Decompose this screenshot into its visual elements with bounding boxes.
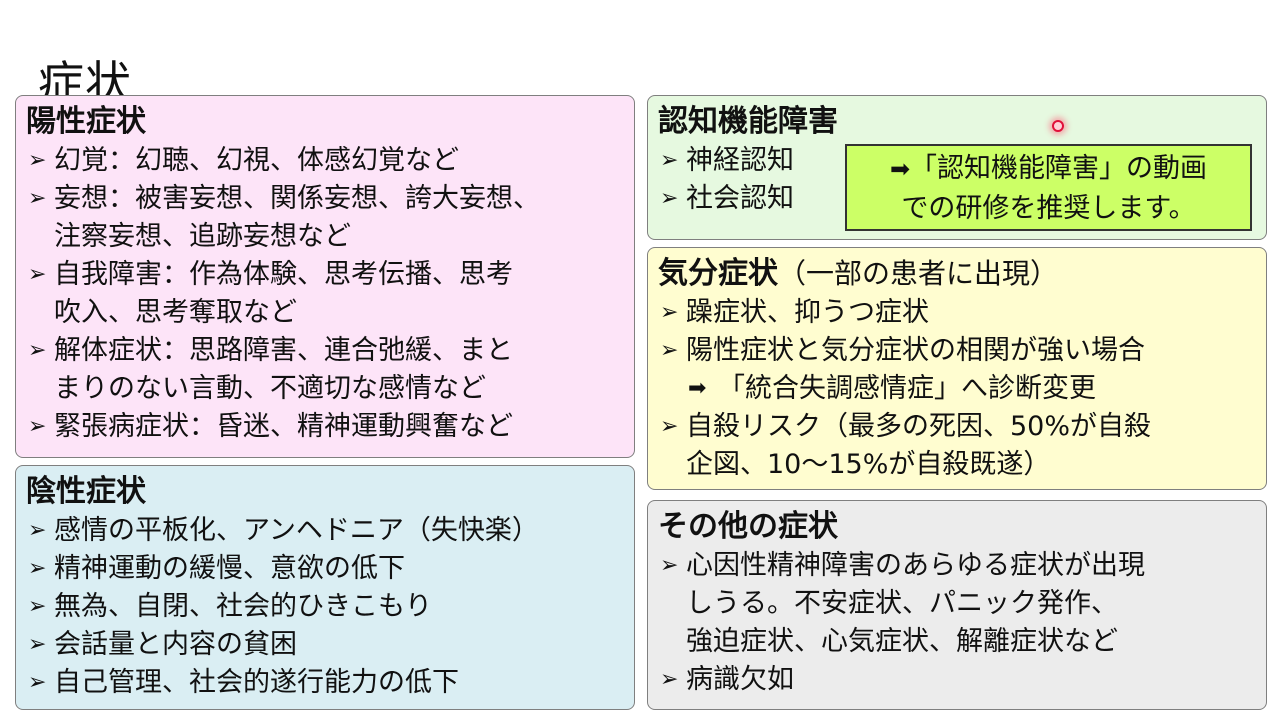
list-item: ➢幻覚：幻聴、幻視、体感幻覚など: [26, 142, 624, 180]
positive-symptoms-box: 陽性症状 ➢幻覚：幻聴、幻視、体感幻覚など ➢妄想：被害妄想、関係妄想、誇大妄想…: [15, 95, 635, 458]
bullet-arrow-icon: ➢: [660, 186, 679, 211]
bullet-arrow-icon: ➢: [28, 148, 47, 173]
list-item: ➢自我障害：作為体験、思考伝播、思考 吹入、思考奪取など: [26, 256, 624, 332]
mood-symptoms-list: ➢躁症状、抑うつ症状 ➢陽性症状と気分症状の相関が強い場合 ➡「統合失調感情症」…: [658, 294, 1256, 484]
list-item: ➢社会認知: [658, 180, 1256, 218]
positive-symptoms-heading: 陽性症状: [26, 104, 146, 139]
list-item: ➢感情の平板化、アンヘドニア（失快楽）: [26, 512, 624, 550]
laser-pointer-icon: [1052, 120, 1064, 132]
mood-symptoms-subheading: （一部の患者に出現）: [778, 257, 1059, 290]
list-item: ➢自殺リスク（最多の死因、50%が自殺 企図、10～15%が自殺既遂）: [658, 408, 1256, 484]
list-item: ➢緊張病症状：昏迷、精神運動興奮など: [26, 408, 624, 446]
mood-symptoms-heading: 気分症状（一部の患者に出現）: [658, 256, 1059, 291]
list-item: ➢神経認知: [658, 142, 1256, 180]
right-arrow-icon: ➡: [688, 376, 707, 401]
callout-line-2: での研修を推奨します。: [901, 193, 1196, 224]
list-item: ➢精神運動の緩慢、意欲の低下: [26, 550, 624, 588]
bullet-arrow-icon: ➢: [660, 300, 679, 325]
right-arrow-icon: ➡: [889, 155, 911, 183]
bullet-arrow-icon: ➢: [28, 594, 47, 619]
cognitive-impairment-heading: 認知機能障害: [658, 104, 838, 139]
list-item: ➢心因性精神障害のあらゆる症状が出現 しうる。不安症状、パニック発作、 強迫症状…: [658, 547, 1256, 661]
bullet-arrow-icon: ➢: [660, 553, 679, 578]
bullet-arrow-icon: ➢: [28, 518, 47, 543]
bullet-arrow-icon: ➢: [660, 148, 679, 173]
bullet-arrow-icon: ➢: [28, 262, 47, 287]
video-recommendation-callout: ➡「認知機能障害」の動画 での研修を推奨します。: [845, 144, 1252, 231]
mood-symptoms-box: 気分症状（一部の患者に出現） ➢躁症状、抑うつ症状 ➢陽性症状と気分症状の相関が…: [647, 247, 1267, 490]
list-item: ➢自己管理、社会的遂行能力の低下: [26, 664, 624, 702]
list-item: ➢無為、自閉、社会的ひきこもり: [26, 588, 624, 626]
other-symptoms-list: ➢心因性精神障害のあらゆる症状が出現 しうる。不安症状、パニック発作、 強迫症状…: [658, 547, 1256, 699]
positive-symptoms-list: ➢幻覚：幻聴、幻視、体感幻覚など ➢妄想：被害妄想、関係妄想、誇大妄想、 注察妄…: [26, 142, 624, 446]
list-item: ➢会話量と内容の貧困: [26, 626, 624, 664]
bullet-arrow-icon: ➢: [28, 632, 47, 657]
list-item: ➢躁症状、抑うつ症状: [658, 294, 1256, 332]
cognitive-impairment-list: ➢神経認知 ➢社会認知: [658, 142, 1256, 218]
negative-symptoms-list: ➢感情の平板化、アンヘドニア（失快楽） ➢精神運動の緩慢、意欲の低下 ➢無為、自…: [26, 512, 624, 702]
bullet-arrow-icon: ➢: [28, 556, 47, 581]
bullet-arrow-icon: ➢: [660, 667, 679, 692]
bullet-arrow-icon: ➢: [28, 186, 47, 211]
list-item: ➢解体症状：思路障害、連合弛緩、まと まりのない言動、不適切な感情など: [26, 332, 624, 408]
bullet-arrow-icon: ➢: [28, 670, 47, 695]
bullet-arrow-icon: ➢: [660, 414, 679, 439]
other-symptoms-box: その他の症状 ➢心因性精神障害のあらゆる症状が出現 しうる。不安症状、パニック発…: [647, 500, 1267, 710]
bullet-arrow-icon: ➢: [28, 338, 47, 363]
list-item: ➢病識欠如: [658, 661, 1256, 699]
bullet-arrow-icon: ➢: [28, 414, 47, 439]
other-symptoms-heading: その他の症状: [658, 509, 838, 544]
callout-line-1: ➡「認知機能障害」の動画: [889, 153, 1208, 184]
negative-symptoms-box: 陰性症状 ➢感情の平板化、アンヘドニア（失快楽） ➢精神運動の緩慢、意欲の低下 …: [15, 465, 635, 710]
list-item: ➢陽性症状と気分症状の相関が強い場合: [658, 332, 1256, 370]
list-item-diagnosis-change: ➡「統合失調感情症」へ診断変更: [658, 370, 1256, 408]
bullet-arrow-icon: ➢: [660, 338, 679, 363]
list-item: ➢妄想：被害妄想、関係妄想、誇大妄想、 注察妄想、追跡妄想など: [26, 180, 624, 256]
negative-symptoms-heading: 陰性症状: [26, 474, 146, 509]
